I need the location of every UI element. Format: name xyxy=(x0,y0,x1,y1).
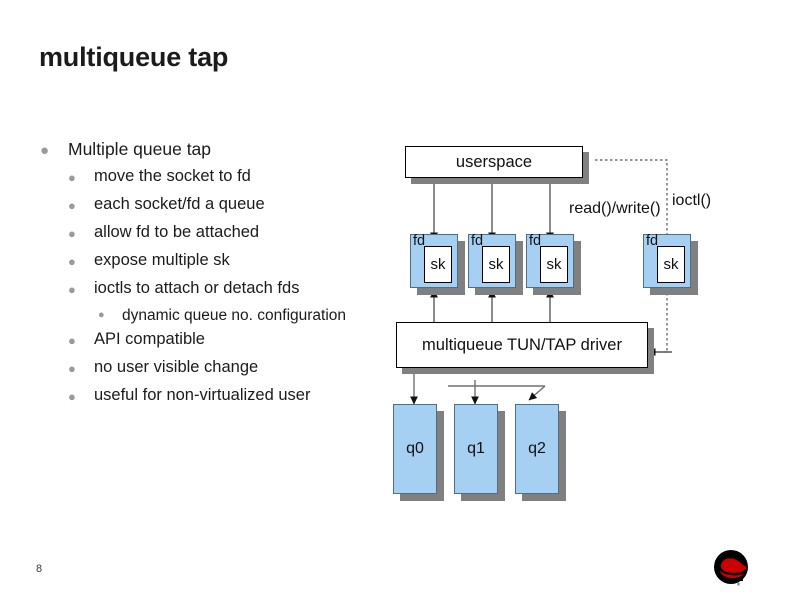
list-item: ● API compatible xyxy=(40,329,390,350)
fd-label: fd xyxy=(529,233,542,249)
queue-label: q2 xyxy=(528,440,546,457)
list-item-label: dynamic queue no. configuration xyxy=(122,307,347,324)
fd-box-1: fd sk xyxy=(468,234,516,288)
svg-text:®: ® xyxy=(737,582,741,587)
list-item-label: ioctls to attach or detach fds xyxy=(94,279,300,297)
userspace-label: userspace xyxy=(455,152,533,171)
fd-box-2: fd sk xyxy=(526,234,574,288)
list-item: ● each socket/fd a queue xyxy=(40,194,390,215)
sk-box-0: sk xyxy=(424,246,452,283)
bullet-dot-icon: ● xyxy=(68,198,76,213)
sk-box-2: sk xyxy=(540,246,568,283)
list-item-label: allow fd to be attached xyxy=(94,223,260,241)
sk-box-3: sk xyxy=(657,246,685,283)
page-title: multiqueue tap xyxy=(39,42,229,72)
queue-label: q1 xyxy=(467,440,485,457)
fd-box-3: fd sk xyxy=(643,234,691,288)
fd-label: fd xyxy=(471,233,484,249)
bullet-dot-icon: ● xyxy=(68,170,76,185)
queue-box-q2: q2 xyxy=(515,404,559,494)
bullet-dot-icon: ● xyxy=(98,309,105,321)
bullet-dot-icon: ● xyxy=(68,389,76,404)
driver-box: multiqueue TUN/TAP driver xyxy=(396,322,648,368)
queue-label: q0 xyxy=(406,440,424,457)
list-item: ● useful for non-virtualized user xyxy=(40,385,390,406)
bullet-dot-icon: ● xyxy=(68,226,76,241)
bullet-dot-icon: ● xyxy=(68,282,76,297)
list-item: ● allow fd to be attached xyxy=(40,222,390,243)
driver-label: multiqueue TUN/TAP driver xyxy=(422,335,622,354)
fd-box-0: fd sk xyxy=(410,234,458,288)
list-item: ● dynamic queue no. configuration xyxy=(40,306,390,325)
queue-box-q0: q0 xyxy=(393,404,437,494)
list-item: ● move the socket to fd xyxy=(40,166,390,187)
bullet-dot-icon: ● xyxy=(68,333,76,348)
ioctl-label: ioctl() xyxy=(672,192,712,209)
page-number: 8 xyxy=(36,563,43,575)
queue-box-q1: q1 xyxy=(454,404,498,494)
sk-label: sk xyxy=(488,256,504,273)
bullet-dot-icon: ● xyxy=(68,254,76,269)
list-item: ● expose multiple sk xyxy=(40,250,390,271)
red-hat-shadowman-logo: ® xyxy=(707,548,755,590)
userspace-box: userspace xyxy=(405,146,583,178)
fd-label: fd xyxy=(646,233,659,249)
list-item-label: move the socket to fd xyxy=(94,167,251,185)
list-item-label: no user visible change xyxy=(94,358,259,376)
list-item: ● ioctls to attach or detach fds xyxy=(40,278,390,299)
sk-label: sk xyxy=(546,256,562,273)
sk-box-1: sk xyxy=(482,246,510,283)
list-item: ● Multiple queue tap xyxy=(40,138,390,160)
list-item-label: Multiple queue tap xyxy=(68,139,212,159)
list-item-label: expose multiple sk xyxy=(94,251,230,269)
bullet-dot-icon: ● xyxy=(68,361,76,376)
read-write-label: read()/write() xyxy=(569,200,661,217)
sk-label: sk xyxy=(430,256,446,273)
list-item: ● no user visible change xyxy=(40,357,390,378)
list-item-label: each socket/fd a queue xyxy=(94,195,265,213)
list-item-label: useful for non-virtualized user xyxy=(94,386,311,404)
bullet-list: ● Multiple queue tap ● move the socket t… xyxy=(40,138,390,413)
sk-label: sk xyxy=(663,256,679,273)
fd-label: fd xyxy=(413,233,426,249)
list-item-label: API compatible xyxy=(94,330,205,348)
bullet-dot-icon: ● xyxy=(40,142,50,159)
